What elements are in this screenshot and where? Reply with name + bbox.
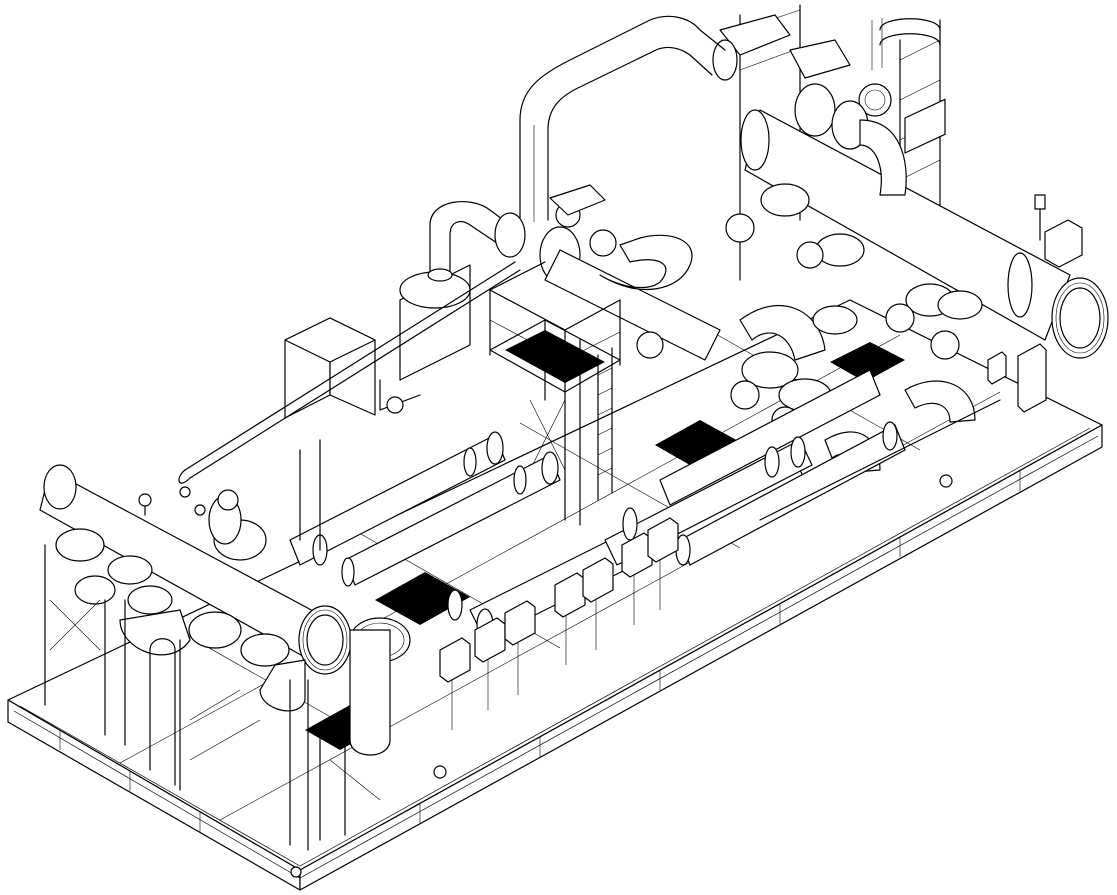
actuator-cluster: [637, 214, 959, 433]
rear-equipment: [285, 265, 470, 418]
instrument-box-icon: [1035, 195, 1082, 267]
pressure-gauge-icon: [139, 487, 205, 515]
junction-boxes: [440, 344, 1046, 730]
overhead-loop-pipe: [520, 16, 725, 225]
flange-bolt-ring: [1056, 283, 1104, 353]
lifting-lug-icon: [291, 475, 952, 877]
left-header-pipe: [40, 465, 410, 674]
upper-right-structure: [713, 5, 1108, 358]
junction-box-icon: [440, 344, 1046, 682]
access-platform: [490, 262, 620, 525]
ladder-icon: [598, 348, 612, 500]
small-bore-line: [179, 262, 1000, 550]
center-manifold: [428, 184, 982, 472]
actuated-valve-icon: [713, 15, 891, 149]
left-vessels: [45, 529, 390, 850]
